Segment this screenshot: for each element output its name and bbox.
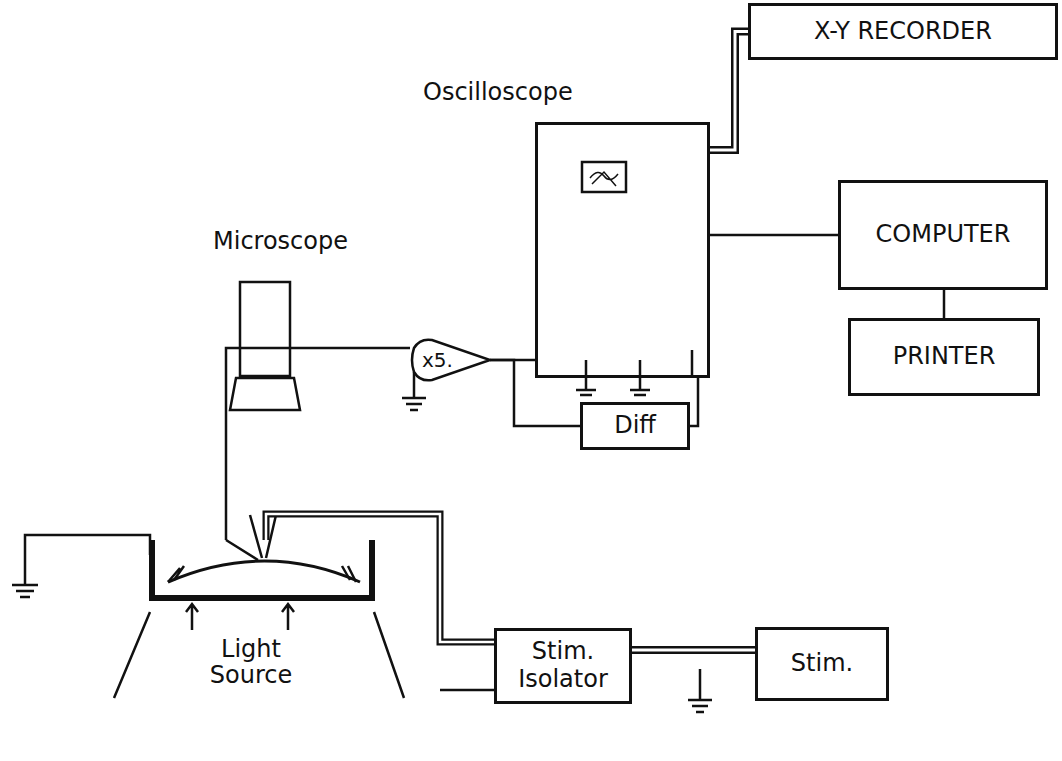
oscilloscope-box: Oscilloscope bbox=[535, 122, 710, 378]
recording-dish bbox=[152, 540, 372, 598]
signal-wire bbox=[690, 378, 698, 426]
wire-stroke bbox=[710, 234, 838, 237]
stim-wire bbox=[266, 514, 494, 642]
ground-symbol bbox=[402, 398, 426, 410]
scope-terminals bbox=[586, 350, 692, 390]
stim-wire bbox=[440, 689, 494, 692]
node-label: x5. bbox=[422, 349, 453, 372]
recorder-box: X-Y RECORDER bbox=[748, 3, 1058, 60]
ground-wire bbox=[699, 669, 702, 700]
signal-wire bbox=[710, 235, 838, 236]
wire-stroke bbox=[690, 378, 698, 426]
stim-isolator-box: Stim. Isolator bbox=[494, 628, 632, 704]
ground-wire bbox=[25, 535, 150, 585]
scope-screen bbox=[582, 162, 626, 192]
signal-wire bbox=[632, 650, 755, 651]
node-label: Diff bbox=[614, 412, 656, 440]
light-source-label: Light Source bbox=[196, 636, 306, 689]
microscope-tube bbox=[240, 282, 290, 376]
pins bbox=[168, 566, 356, 582]
wire-stroke bbox=[632, 646, 755, 654]
light-arrow bbox=[186, 604, 294, 630]
node-heading: Oscilloscope bbox=[423, 79, 573, 107]
ground-symbol bbox=[688, 700, 712, 712]
node-label: Stim. bbox=[791, 650, 853, 678]
preparation bbox=[168, 561, 360, 582]
differentiator-box: Diff bbox=[580, 402, 690, 450]
node-label: COMPUTER bbox=[876, 221, 1011, 249]
wire-stroke bbox=[943, 290, 946, 318]
computer-box: COMPUTER bbox=[838, 180, 1048, 290]
ground-symbol bbox=[12, 585, 38, 597]
scope-trace bbox=[590, 172, 618, 186]
wire-stroke bbox=[710, 32, 748, 151]
wire-stroke bbox=[710, 32, 748, 151]
signal-wire bbox=[944, 290, 945, 318]
microscope-objective bbox=[230, 378, 300, 410]
stimulator-box: Stim. bbox=[755, 627, 889, 701]
signal-wire bbox=[710, 32, 748, 151]
ground-symbol bbox=[576, 390, 650, 395]
ground-wire bbox=[413, 372, 416, 398]
stim-wire-core bbox=[266, 514, 494, 642]
printer-box: PRINTER bbox=[848, 318, 1040, 396]
wire-stroke bbox=[632, 649, 755, 652]
amplifier-triangle: x5. bbox=[410, 338, 492, 382]
light-cone bbox=[114, 612, 404, 698]
node-label: PRINTER bbox=[893, 343, 996, 371]
microscope-label: Microscope bbox=[213, 228, 383, 254]
node-label: X-Y RECORDER bbox=[814, 18, 992, 46]
node-label: Stim. Isolator bbox=[507, 638, 619, 693]
